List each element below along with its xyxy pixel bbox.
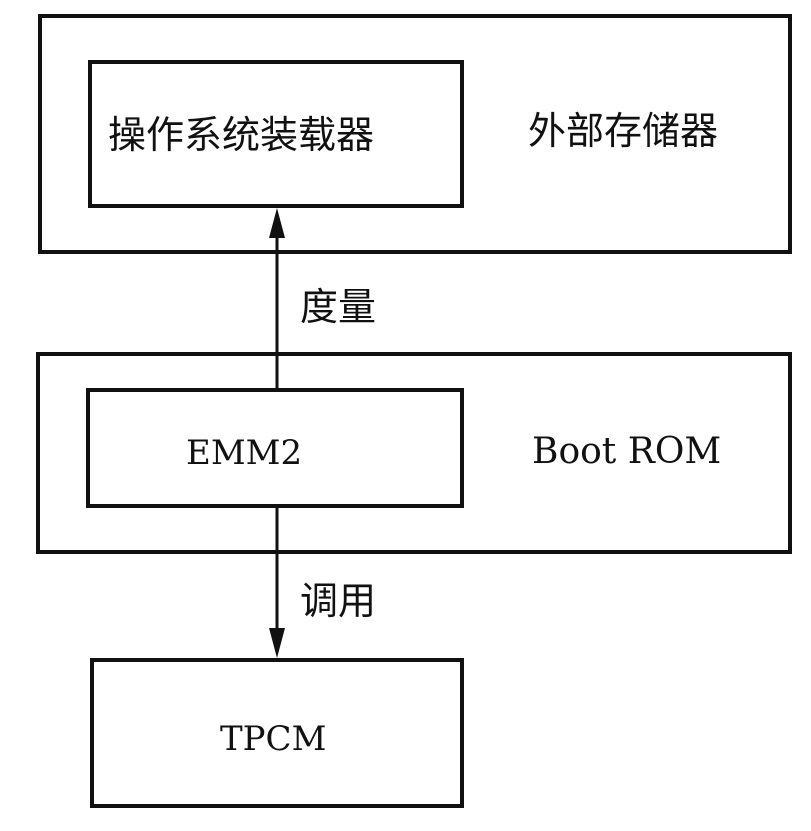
measure-edge-label: 度量: [300, 285, 377, 329]
call-arrow-head: [269, 628, 285, 658]
external-storage-label: 外部存储器: [528, 109, 719, 153]
emm2-label: EMM2: [186, 433, 303, 473]
boot-rom-label: Boot ROM: [532, 431, 722, 472]
os-loader-label: 操作系统装载器: [108, 113, 375, 157]
measure-arrow-head: [269, 208, 285, 238]
tpcm-label: TPCM: [220, 719, 327, 759]
emm2-box: EMM2: [86, 388, 464, 508]
tpcm-box: TPCM: [90, 658, 464, 808]
os-loader-box: 操作系统装载器: [88, 60, 464, 208]
call-edge-label: 调用: [300, 579, 377, 623]
